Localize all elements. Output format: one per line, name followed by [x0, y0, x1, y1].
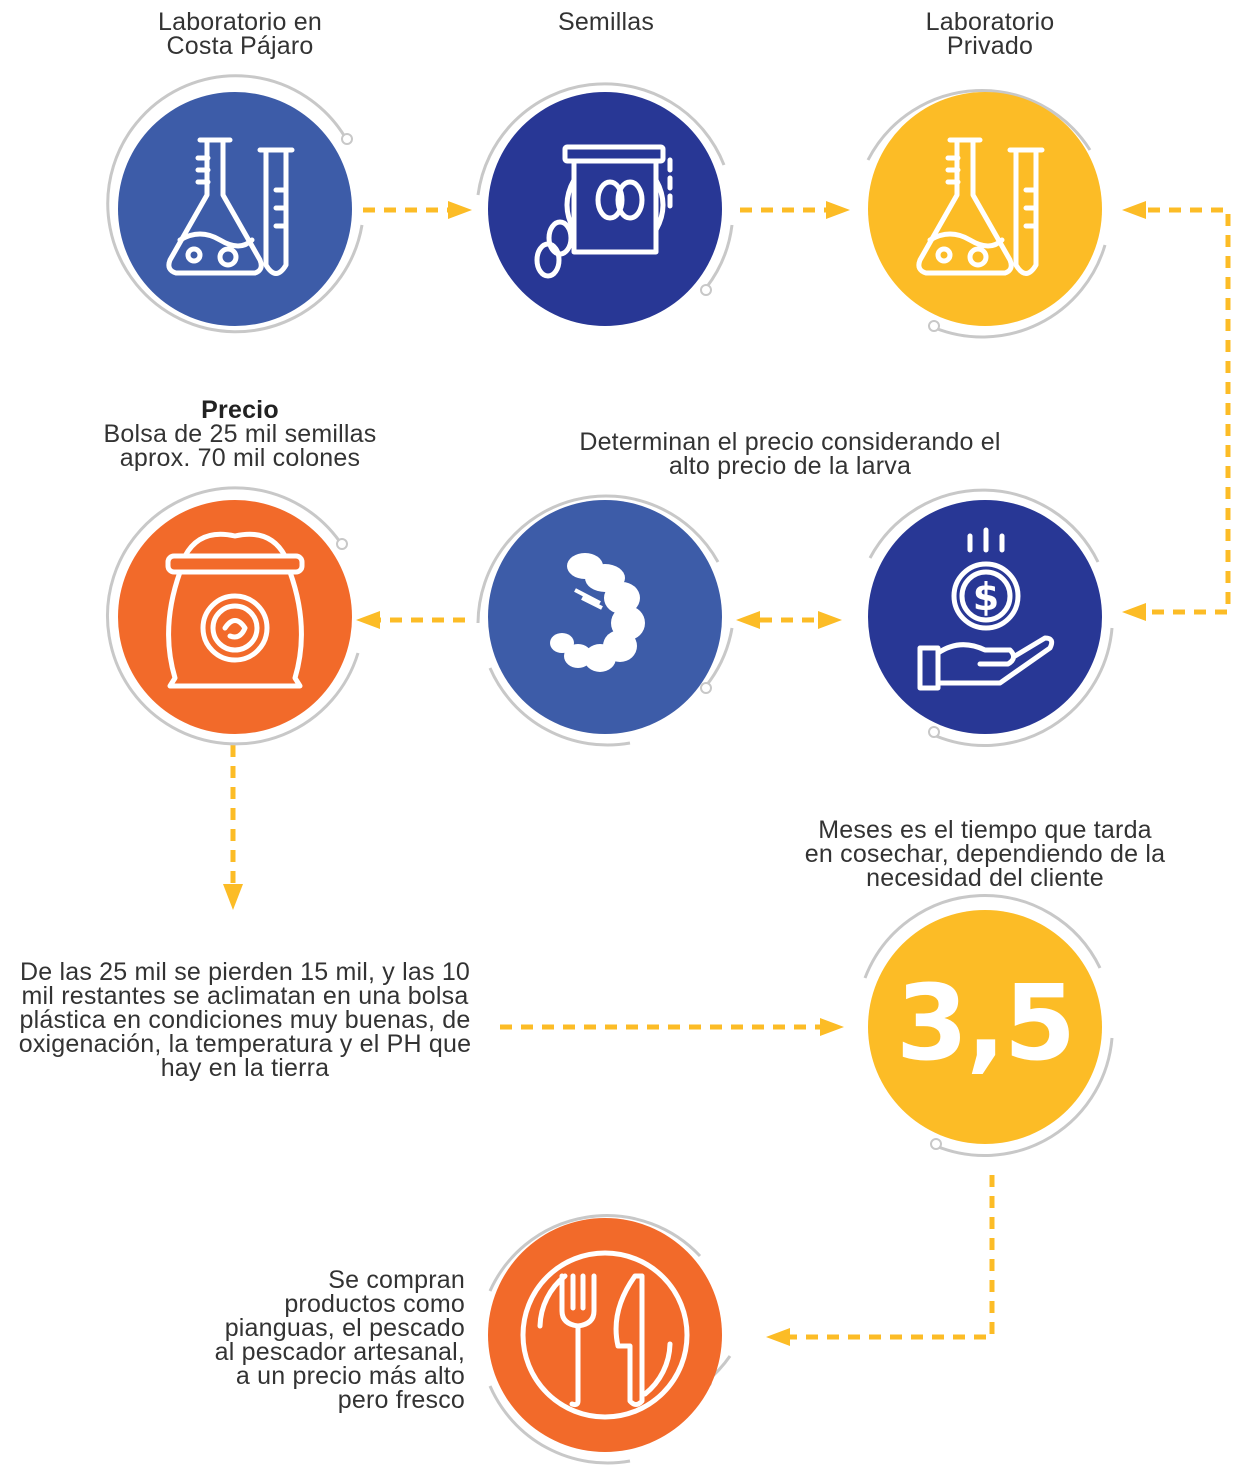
- label-semillas: Semillas: [557, 8, 655, 36]
- seed-bag-icon: [534, 144, 673, 279]
- ring-arc: [868, 488, 1100, 563]
- lab-flask-icon: [916, 137, 1045, 276]
- arrowhead-meses: [820, 1018, 844, 1036]
- ring-dot: [928, 726, 940, 738]
- node-circle: [868, 92, 1102, 326]
- node-lab-privado: [850, 70, 1120, 340]
- arrow-meses-to-compra: [790, 1175, 995, 1340]
- arrowhead-lab-privado: [826, 201, 850, 219]
- ring-arc: [863, 894, 1102, 979]
- arrowhead-semillas: [448, 201, 472, 219]
- ring-arc: [106, 486, 360, 746]
- node-circle: [488, 92, 722, 326]
- ring-dot: [700, 682, 712, 694]
- ring-arc: [476, 82, 726, 196]
- ring-dot: [928, 320, 940, 332]
- cutlery-plate-icon: [520, 1250, 690, 1420]
- node-compra: [470, 1196, 740, 1466]
- label-aclimatan: De las 25 mil se pierden 15 mil, y las 1…: [18, 958, 472, 1082]
- ring-dot: [700, 284, 712, 296]
- node-larva: [470, 478, 740, 748]
- node-circle: [868, 500, 1102, 734]
- node-circle: [118, 92, 352, 326]
- node-semillas: [470, 70, 740, 340]
- node-lab-costa-pajaro: [100, 70, 370, 340]
- ring-arc: [866, 88, 1092, 161]
- precio-title: Precio: [201, 396, 279, 424]
- larva-sack-icon: [165, 531, 305, 689]
- arrowhead-precio: [356, 611, 380, 629]
- label-lab-privado: Laboratorio Privado: [925, 8, 1055, 60]
- ring-arc: [106, 74, 364, 334]
- node-meses: 3,5: [850, 888, 1120, 1158]
- node-precio: [100, 478, 370, 748]
- shrimp-larva-icon: [550, 553, 645, 672]
- ring-dot: [341, 133, 353, 145]
- node-circle: [868, 910, 1102, 1144]
- arrowhead-money: [818, 611, 842, 629]
- label-lab-costa-pajaro: Laboratorio en Costa Pájaro: [157, 8, 323, 60]
- ring-arc: [476, 494, 720, 624]
- arrowhead-compra: [766, 1328, 790, 1346]
- arrow-loop-right: [1148, 207, 1231, 615]
- node-money: $: [850, 478, 1120, 748]
- svg-text:$: $: [973, 575, 999, 619]
- label-meses: Meses es el tiempo que tarda en cosechar…: [804, 816, 1166, 892]
- harvest-months-value: 3,5: [895, 962, 1076, 1084]
- label-precio: Precio Bolsa de 25 mil semillas aprox. 7…: [80, 396, 400, 471]
- arrowhead-lab-privado-loop: [1122, 201, 1146, 219]
- node-circle: [488, 500, 722, 734]
- arrowhead-money-loop: [1122, 603, 1146, 621]
- ring-dot: [336, 538, 348, 550]
- ring-arc: [488, 1214, 702, 1292]
- money-hand-icon: $: [917, 527, 1055, 691]
- arrowhead-larva: [736, 611, 760, 629]
- lab-flask-icon: [166, 137, 295, 276]
- arrowhead-aclimatan: [223, 884, 243, 910]
- ring-dot: [930, 1138, 942, 1150]
- label-compra: Se compran productos como pianguas, el p…: [214, 1266, 465, 1414]
- label-larva: Determinan el precio considerando el alt…: [579, 428, 1001, 480]
